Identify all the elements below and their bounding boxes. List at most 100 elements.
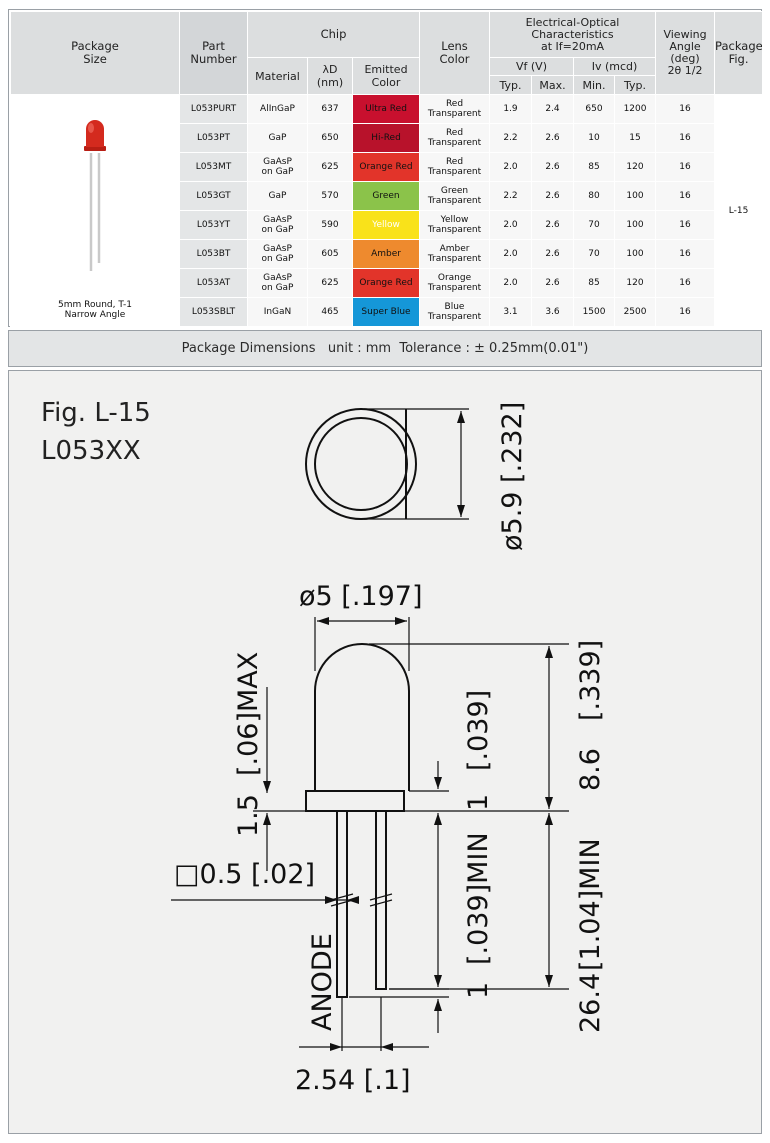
lens-color-cell: Green Transparent <box>419 181 491 211</box>
led-dimension-drawing: ø5.9 [.232] ø5 [.197] [.06]MAX 1.5 □0.5 … <box>171 402 606 1096</box>
iv-typ-cell: 2500 <box>614 297 657 327</box>
total-height-label: 8.6 <box>575 748 606 791</box>
header-chip: Chip <box>246 11 421 58</box>
lead-size-label: □0.5 [.02] <box>174 859 315 890</box>
vf-max-cell: 2.6 <box>531 268 575 298</box>
iv-min-cell: 80 <box>573 181 616 211</box>
iv-min-cell: 85 <box>573 152 616 182</box>
lead-length-inch-label: [1.04]MIN <box>575 838 606 971</box>
emitted-color-cell: Hi-Red <box>351 123 421 153</box>
lead-pitch-label: 2.54 [.1] <box>295 1065 411 1096</box>
header-package-size: Package Size <box>10 11 180 95</box>
lens-color-cell: Orange Transparent <box>419 268 491 298</box>
part-number-cell: L053PURT <box>179 94 248 124</box>
package-dimensions-label: Package Dimensions unit : mm Tolerance :… <box>181 341 589 356</box>
viewing-angle-cell: 16 <box>655 123 716 153</box>
header-electrical: Electrical-Optical Characteristics at If… <box>489 11 657 58</box>
wavelength-cell: 465 <box>307 297 353 327</box>
iv-typ-cell: 120 <box>614 152 657 182</box>
viewing-angle-cell: 16 <box>655 210 716 240</box>
emitted-color-cell: Green <box>351 181 421 211</box>
wavelength-cell: 605 <box>307 239 353 269</box>
viewing-angle-cell: 16 <box>655 152 716 182</box>
spec-table: Package Size Part Number Chip Lens Color… <box>10 11 764 327</box>
total-height-inch-label: [.339] <box>575 640 606 721</box>
dimension-drawing-panel: Fig. L-15 L053XX <box>8 370 762 1134</box>
iv-min-cell: 10 <box>573 123 616 153</box>
iv-min-cell: 70 <box>573 210 616 240</box>
header-package-fig: Package Fig. <box>714 11 764 95</box>
material-cell: AlInGaP <box>247 94 308 124</box>
flange-height-label: 1 <box>463 794 494 811</box>
figure-title: Fig. L-15 <box>41 398 151 428</box>
vf-typ-cell: 3.1 <box>489 297 533 327</box>
lead-min-inch-label: [.039]MIN <box>463 832 494 965</box>
vf-max-cell: 2.6 <box>531 239 575 269</box>
cathode-lead <box>375 810 387 990</box>
vf-typ-cell: 2.2 <box>489 123 533 153</box>
part-number-cell: L053PT <box>179 123 248 153</box>
header-lens-color: Lens Color <box>419 11 491 95</box>
vf-max-cell: 2.6 <box>531 152 575 182</box>
emitted-color-cell: Amber <box>351 239 421 269</box>
led-thumbnail-icon <box>84 120 106 271</box>
header-material: Material <box>247 57 308 95</box>
emitted-color-cell: Orange Red <box>351 152 421 182</box>
header-vf-typ: Typ. <box>489 75 533 95</box>
top-view-flange <box>305 408 417 520</box>
wavelength-cell: 650 <box>307 123 353 153</box>
emitted-color-cell: Ultra Red <box>351 94 421 124</box>
part-number-cell: L053SBLT <box>179 297 248 327</box>
wavelength-cell: 625 <box>307 152 353 182</box>
flange-height-inch-label: [.039] <box>463 690 494 771</box>
vf-max-cell: 2.6 <box>531 210 575 240</box>
vf-typ-cell: 2.0 <box>489 239 533 269</box>
emitted-color-cell: Yellow <box>351 210 421 240</box>
header-wavelength: λD (nm) <box>307 57 353 95</box>
lead-length-label: 26.4 <box>575 973 606 1033</box>
iv-typ-cell: 100 <box>614 181 657 211</box>
lens-color-cell: Blue Transparent <box>419 297 491 327</box>
part-number-cell: L053BT <box>179 239 248 269</box>
header-vf: Vf (V) <box>489 57 575 76</box>
viewing-angle-cell: 16 <box>655 94 716 124</box>
emitted-color-cell: Super Blue <box>351 297 421 327</box>
iv-min-cell: 85 <box>573 268 616 298</box>
viewing-angle-cell: 16 <box>655 181 716 211</box>
header-emitted-color: Emitted Color <box>351 57 421 95</box>
side-view-lens <box>314 643 410 791</box>
header-viewing-angle: Viewing Angle (deg) 2θ 1/2 <box>655 11 716 95</box>
lens-color-cell: Red Transparent <box>419 123 491 153</box>
top-view-lens <box>314 417 408 511</box>
emitted-color-cell: Orange Red <box>351 268 421 298</box>
flange-max-inch-label: [.06]MAX <box>233 652 264 776</box>
material-cell: GaP <box>247 181 308 211</box>
vf-max-cell: 2.4 <box>531 94 575 124</box>
header-iv-min: Min. <box>573 75 616 95</box>
lens-color-cell: Yellow Transparent <box>419 210 491 240</box>
lens-color-cell: Red Transparent <box>419 152 491 182</box>
material-cell: GaAsP on GaP <box>247 152 308 182</box>
vf-max-cell: 2.6 <box>531 123 575 153</box>
anode-label: ANODE <box>307 933 338 1031</box>
vf-max-cell: 3.6 <box>531 297 575 327</box>
lead-min-label: 1 <box>463 982 494 999</box>
package-size-cell: 5mm Round, T-1 Narrow Angle <box>10 94 180 327</box>
flange-max-label: 1.5 <box>233 794 264 837</box>
package-fig-cell: L-15 <box>714 94 764 327</box>
lens-color-cell: Amber Transparent <box>419 239 491 269</box>
material-cell: InGaN <box>247 297 308 327</box>
iv-typ-cell: 15 <box>614 123 657 153</box>
flange-diameter-label: ø5.9 [.232] <box>497 402 528 551</box>
wavelength-cell: 590 <box>307 210 353 240</box>
vf-typ-cell: 2.0 <box>489 268 533 298</box>
viewing-angle-cell: 16 <box>655 268 716 298</box>
package-size-label: 5mm Round, T-1 Narrow Angle <box>58 300 132 320</box>
part-number-cell: L053AT <box>179 268 248 298</box>
material-cell: GaAsP on GaP <box>247 268 308 298</box>
iv-typ-cell: 1200 <box>614 94 657 124</box>
package-dimensions-header: Package Dimensions unit : mm Tolerance :… <box>8 330 762 367</box>
